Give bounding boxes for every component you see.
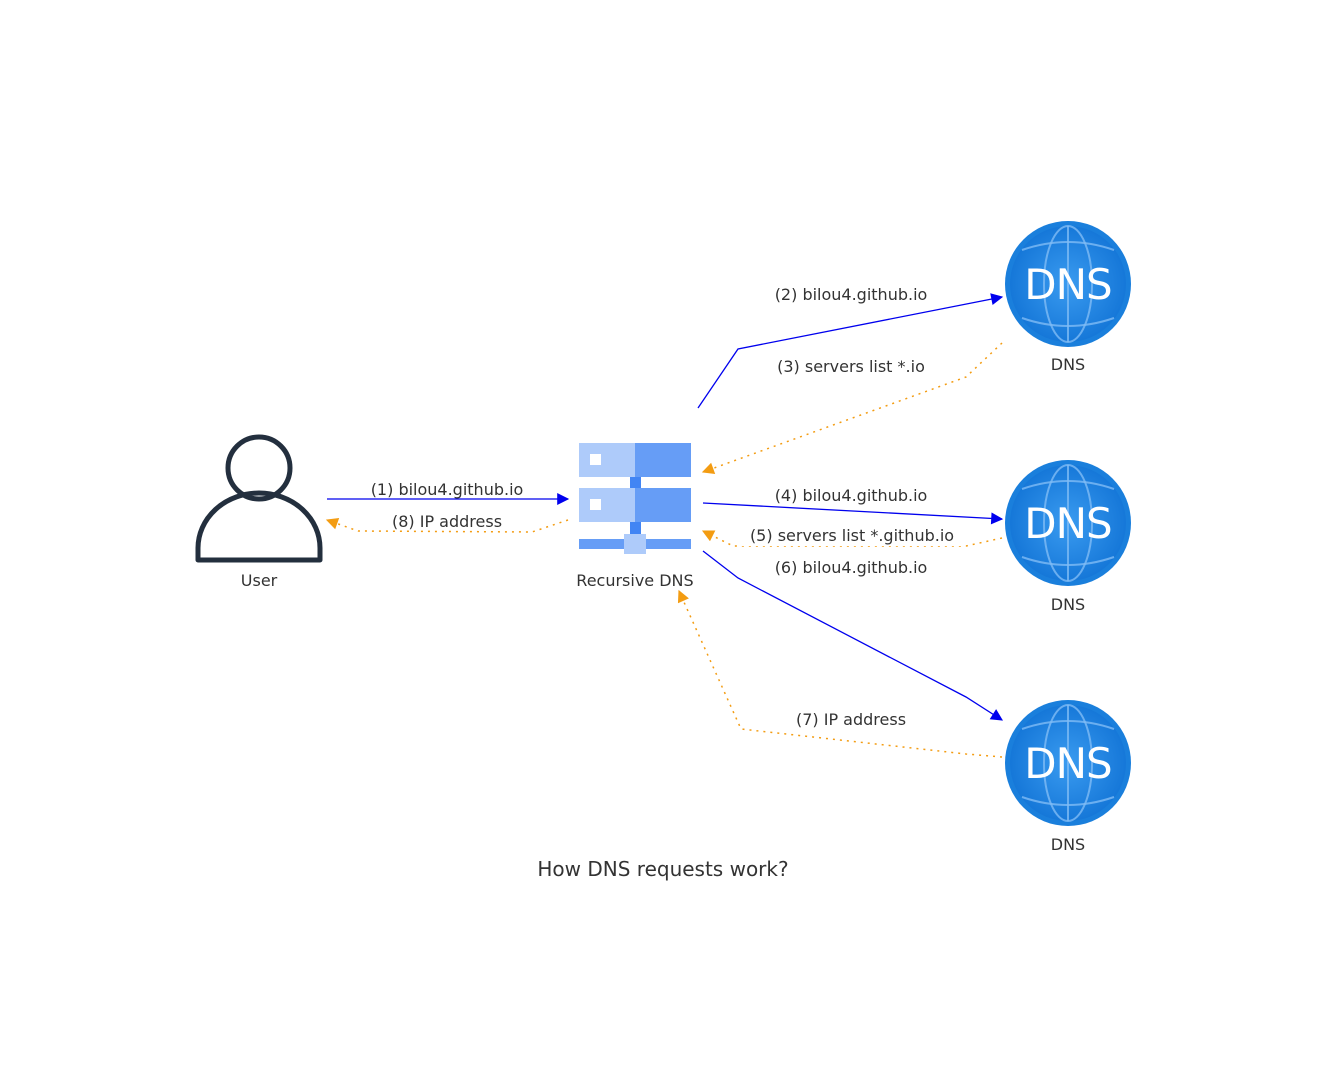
edge-6-line [702, 550, 1004, 721]
dns-globe-badge: DNS [1024, 260, 1111, 309]
user-icon [195, 434, 323, 563]
dns-globe-badge: DNS [1024, 739, 1111, 788]
edge-2-label: (2) bilou4.github.io [775, 285, 928, 304]
edge-8-label: (8) IP address [392, 512, 502, 531]
dns-globe-icon: DNS [1004, 699, 1132, 827]
edge-3-line [701, 342, 1003, 474]
edge-6-label: (6) bilou4.github.io [775, 558, 928, 577]
edge-4-label: (4) bilou4.github.io [775, 486, 928, 505]
dns-auth-label: DNS [1051, 835, 1085, 854]
edge-3-label: (3) servers list *.io [777, 357, 925, 376]
dns-globe-icon: DNS [1004, 220, 1132, 348]
dns-tld-label: DNS [1051, 595, 1085, 614]
edge-2-line [697, 293, 1004, 409]
dns-globe-badge: DNS [1024, 499, 1111, 548]
user-label: User [241, 571, 278, 590]
server-icon [579, 443, 691, 554]
recursive-dns-label: Recursive DNS [576, 571, 693, 590]
edge-4-line [702, 502, 1004, 525]
dns-root-label: DNS [1051, 355, 1085, 374]
edge-1-label: (1) bilou4.github.io [371, 480, 524, 499]
edge-7-label: (7) IP address [796, 710, 906, 729]
dns-globe-icon: DNS [1004, 459, 1132, 587]
edge-7-line [677, 589, 1003, 758]
edge-5-label: (5) servers list *.github.io [750, 526, 954, 545]
diagram-title: How DNS requests work? [537, 857, 788, 881]
